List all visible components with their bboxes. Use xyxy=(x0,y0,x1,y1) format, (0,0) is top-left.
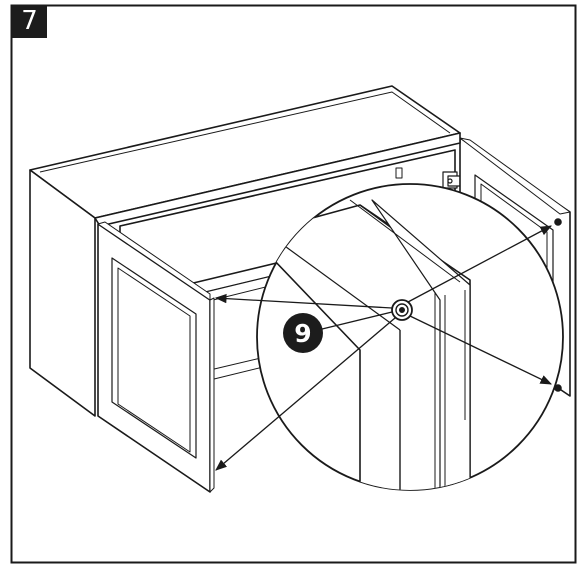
arrow-left-door-top xyxy=(214,293,393,309)
placement-arrows xyxy=(214,225,553,471)
part-callout-badge: 9 xyxy=(283,313,323,353)
step-number-badge: 7 xyxy=(12,5,47,38)
hinge-icon xyxy=(442,171,465,189)
cabinet-left-side xyxy=(29,169,96,417)
arrow-left-door-bottom xyxy=(215,317,396,471)
callout-leader-line xyxy=(317,311,393,331)
arrow-right-door-top xyxy=(407,225,553,303)
part-callout-number: 9 xyxy=(294,319,311,348)
panel-border xyxy=(10,4,577,564)
bumper-pad-icon xyxy=(391,299,413,321)
arrow-right-door-bottom xyxy=(409,315,553,385)
